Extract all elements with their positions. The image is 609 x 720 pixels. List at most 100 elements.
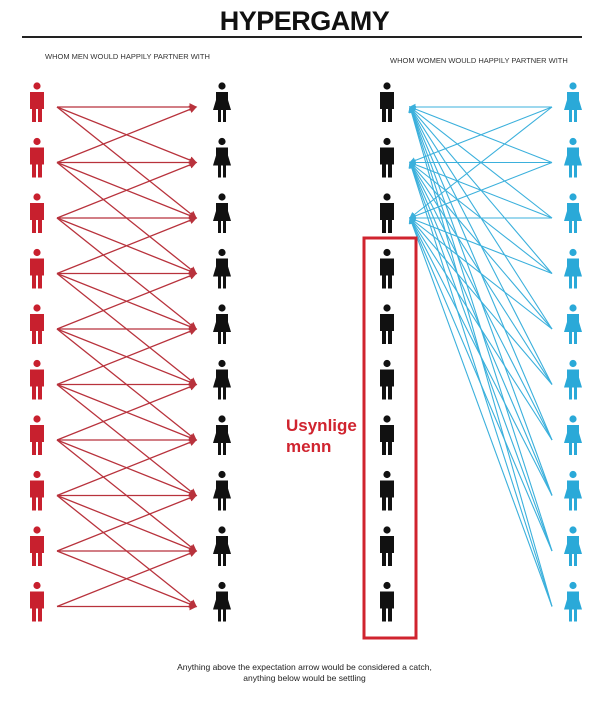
torso <box>30 591 44 609</box>
leg <box>32 108 36 122</box>
footnote-line-1: Anything above the expectation arrow wou… <box>177 662 432 672</box>
leg <box>38 552 42 566</box>
red-preference-arrow <box>56 161 198 219</box>
head <box>383 526 391 534</box>
leg <box>32 219 36 233</box>
leg <box>32 163 36 178</box>
leg <box>382 607 386 622</box>
head <box>569 470 577 479</box>
dress <box>213 480 231 499</box>
blue-preference-arrow <box>409 105 553 441</box>
head <box>569 415 577 423</box>
woman-figure-black-icon <box>213 470 231 511</box>
leg <box>569 165 572 178</box>
head <box>569 581 577 590</box>
woman-figure-black-icon <box>213 137 231 178</box>
dress <box>564 147 582 166</box>
head <box>383 82 391 90</box>
leg <box>569 332 572 344</box>
red-preference-arrow <box>56 327 198 386</box>
leg <box>569 387 572 400</box>
red-preference-arrow <box>56 549 198 608</box>
head <box>218 304 226 312</box>
leg <box>382 496 386 511</box>
dress <box>213 203 231 221</box>
blue-preference-arrow <box>408 161 553 607</box>
leg <box>574 498 577 511</box>
torso <box>380 591 394 609</box>
leg <box>574 332 577 344</box>
leg <box>218 110 221 122</box>
torso <box>380 536 394 553</box>
head <box>218 470 226 479</box>
head <box>569 193 577 201</box>
head <box>569 304 577 312</box>
leg <box>569 609 572 622</box>
head <box>33 581 41 590</box>
leg <box>388 330 392 344</box>
head <box>383 359 391 368</box>
woman-figure-blue-icon <box>564 248 582 289</box>
man-figure-red-icon <box>30 526 44 566</box>
man-figure-red-icon <box>30 359 44 400</box>
leg <box>388 552 392 566</box>
leg <box>223 165 226 178</box>
man-figure-black-icon <box>380 193 394 233</box>
head <box>569 137 577 146</box>
woman-figure-blue-icon <box>564 470 582 511</box>
red-preference-arrow <box>56 383 198 441</box>
blue-preference-arrow <box>408 105 553 607</box>
head <box>383 137 391 146</box>
leg <box>38 108 42 122</box>
head <box>383 415 391 423</box>
head <box>33 526 41 534</box>
leg <box>223 110 226 122</box>
head <box>218 415 226 423</box>
woman-figure-black-icon <box>213 415 231 455</box>
leg <box>382 330 386 344</box>
head <box>33 193 41 201</box>
footnote-line-2: anything below would be settling <box>243 673 366 683</box>
blue-preference-arrow <box>409 106 553 330</box>
man-figure-black-icon <box>380 415 394 455</box>
head <box>218 137 226 146</box>
dress <box>564 369 582 388</box>
man-figure-red-icon <box>30 581 44 622</box>
leg <box>574 554 577 566</box>
blue-preference-arrow <box>408 105 553 496</box>
torso <box>30 536 44 553</box>
leg <box>569 443 572 455</box>
leg <box>569 554 572 566</box>
head <box>33 470 41 479</box>
torso <box>380 314 394 331</box>
head <box>33 415 41 423</box>
dress <box>213 369 231 388</box>
torso <box>30 425 44 442</box>
torso <box>30 258 44 276</box>
leg <box>382 163 386 178</box>
head <box>33 248 41 257</box>
man-figure-black-icon <box>380 359 394 400</box>
head <box>383 248 391 257</box>
leg <box>382 274 386 289</box>
dress <box>564 480 582 499</box>
woman-figure-black-icon <box>213 359 231 400</box>
leg <box>223 221 226 233</box>
leg <box>218 443 221 455</box>
woman-figure-blue-icon <box>564 137 582 178</box>
footnote: Anything above the expectation arrow wou… <box>0 662 609 684</box>
leg <box>218 609 221 622</box>
head <box>569 248 577 257</box>
head <box>218 581 226 590</box>
leg <box>38 330 42 344</box>
leg <box>38 441 42 455</box>
leg <box>32 385 36 400</box>
head <box>218 193 226 201</box>
leg <box>382 441 386 455</box>
torso <box>380 369 394 387</box>
leg <box>569 110 572 122</box>
torso <box>30 203 44 220</box>
leg <box>574 221 577 233</box>
torso <box>30 480 44 498</box>
leg <box>223 554 226 566</box>
